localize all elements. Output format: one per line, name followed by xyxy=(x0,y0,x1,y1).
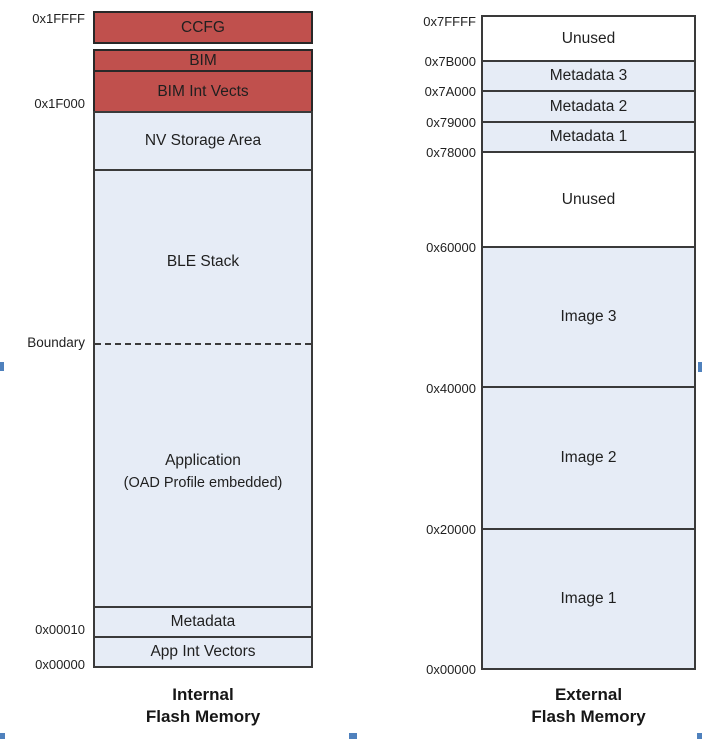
addr-internal-0x1F000: 0x1F000 xyxy=(34,96,85,111)
addr-internal-0x1FFFF: 0x1FFFF xyxy=(32,11,85,26)
block-image-2-label: Image 2 xyxy=(560,449,617,466)
application-subtitle: (OAD Profile embedded) xyxy=(123,475,283,491)
block-bim-int-vects: BIM Int Vects xyxy=(93,70,313,113)
block-ble-stack-and-application: BLE Stack Application (OAD Profile embed… xyxy=(93,169,313,608)
block-bim: BIM xyxy=(93,49,313,72)
addr-external-0x60000: 0x60000 xyxy=(426,240,476,255)
internal-flash-caption: Internal Flash Memory xyxy=(93,684,313,728)
selection-handle-middle-left[interactable] xyxy=(0,362,4,371)
block-bim-int-vects-label: BIM Int Vects xyxy=(157,82,249,100)
block-image-2: Image 2 xyxy=(481,386,696,530)
application-title: Application xyxy=(165,452,241,469)
addr-external-0x78000: 0x78000 xyxy=(426,145,476,160)
addr-external-0x79000: 0x79000 xyxy=(426,115,476,130)
internal-caption-line1: Internal xyxy=(172,685,234,704)
block-image-1: Image 1 xyxy=(481,528,696,670)
addr-internal-0x00010: 0x00010 xyxy=(35,622,85,637)
addr-external-0x7A000: 0x7A000 xyxy=(424,84,476,99)
block-unused-mid: Unused xyxy=(481,151,696,248)
addr-external-0x40000: 0x40000 xyxy=(426,381,476,396)
external-caption-line1: External xyxy=(554,685,623,704)
block-nv-storage-area: NV Storage Area xyxy=(93,111,313,171)
addr-external-0x20000: 0x20000 xyxy=(426,522,476,537)
block-metadata-internal: Metadata xyxy=(93,606,313,638)
selection-handle-bottom-left[interactable] xyxy=(0,733,5,739)
block-ble-stack-label: BLE Stack xyxy=(166,253,240,270)
addr-external-0x7FFFF: 0x7FFFF xyxy=(423,14,476,29)
block-unused-mid-label: Unused xyxy=(561,190,616,208)
block-image-3: Image 3 xyxy=(481,246,696,388)
block-application-label: Application (OAD Profile embedded) xyxy=(95,449,311,495)
block-nv-storage-label: NV Storage Area xyxy=(144,132,262,149)
block-unused-top-label: Unused xyxy=(561,29,616,47)
block-app-int-vectors: App Int Vectors xyxy=(93,636,313,668)
selection-handle-middle-right[interactable] xyxy=(698,362,702,372)
internal-caption-line2: Flash Memory xyxy=(145,707,261,726)
block-image-3-label: Image 3 xyxy=(560,308,617,325)
block-metadata-2: Metadata 2 xyxy=(481,90,696,123)
block-metadata-internal-label: Metadata xyxy=(170,613,236,630)
block-unused-top: Unused xyxy=(481,15,696,62)
addr-external-0x7B000: 0x7B000 xyxy=(424,54,476,69)
selection-handle-bottom-right[interactable] xyxy=(697,733,702,739)
block-bim-label: BIM xyxy=(189,51,217,69)
external-flash-caption: External Flash Memory xyxy=(481,684,696,728)
block-metadata-1-label: Metadata 1 xyxy=(549,128,628,145)
block-app-int-vectors-label: App Int Vectors xyxy=(150,643,256,660)
block-metadata-3-label: Metadata 3 xyxy=(549,67,628,84)
block-ccfg: CCFG xyxy=(93,11,313,44)
boundary-dashed-line xyxy=(95,343,311,345)
block-image-1-label: Image 1 xyxy=(560,590,617,607)
block-metadata-2-label: Metadata 2 xyxy=(549,97,628,115)
block-metadata-3: Metadata 3 xyxy=(481,60,696,92)
addr-internal-0x00000: 0x00000 xyxy=(35,657,85,672)
external-caption-line2: Flash Memory xyxy=(531,707,646,726)
boundary-label: Boundary xyxy=(27,335,85,350)
selection-handle-bottom-center[interactable] xyxy=(349,733,357,739)
block-ccfg-label: CCFG xyxy=(181,18,225,36)
addr-external-0x00000: 0x00000 xyxy=(426,662,476,677)
block-metadata-1: Metadata 1 xyxy=(481,121,696,153)
